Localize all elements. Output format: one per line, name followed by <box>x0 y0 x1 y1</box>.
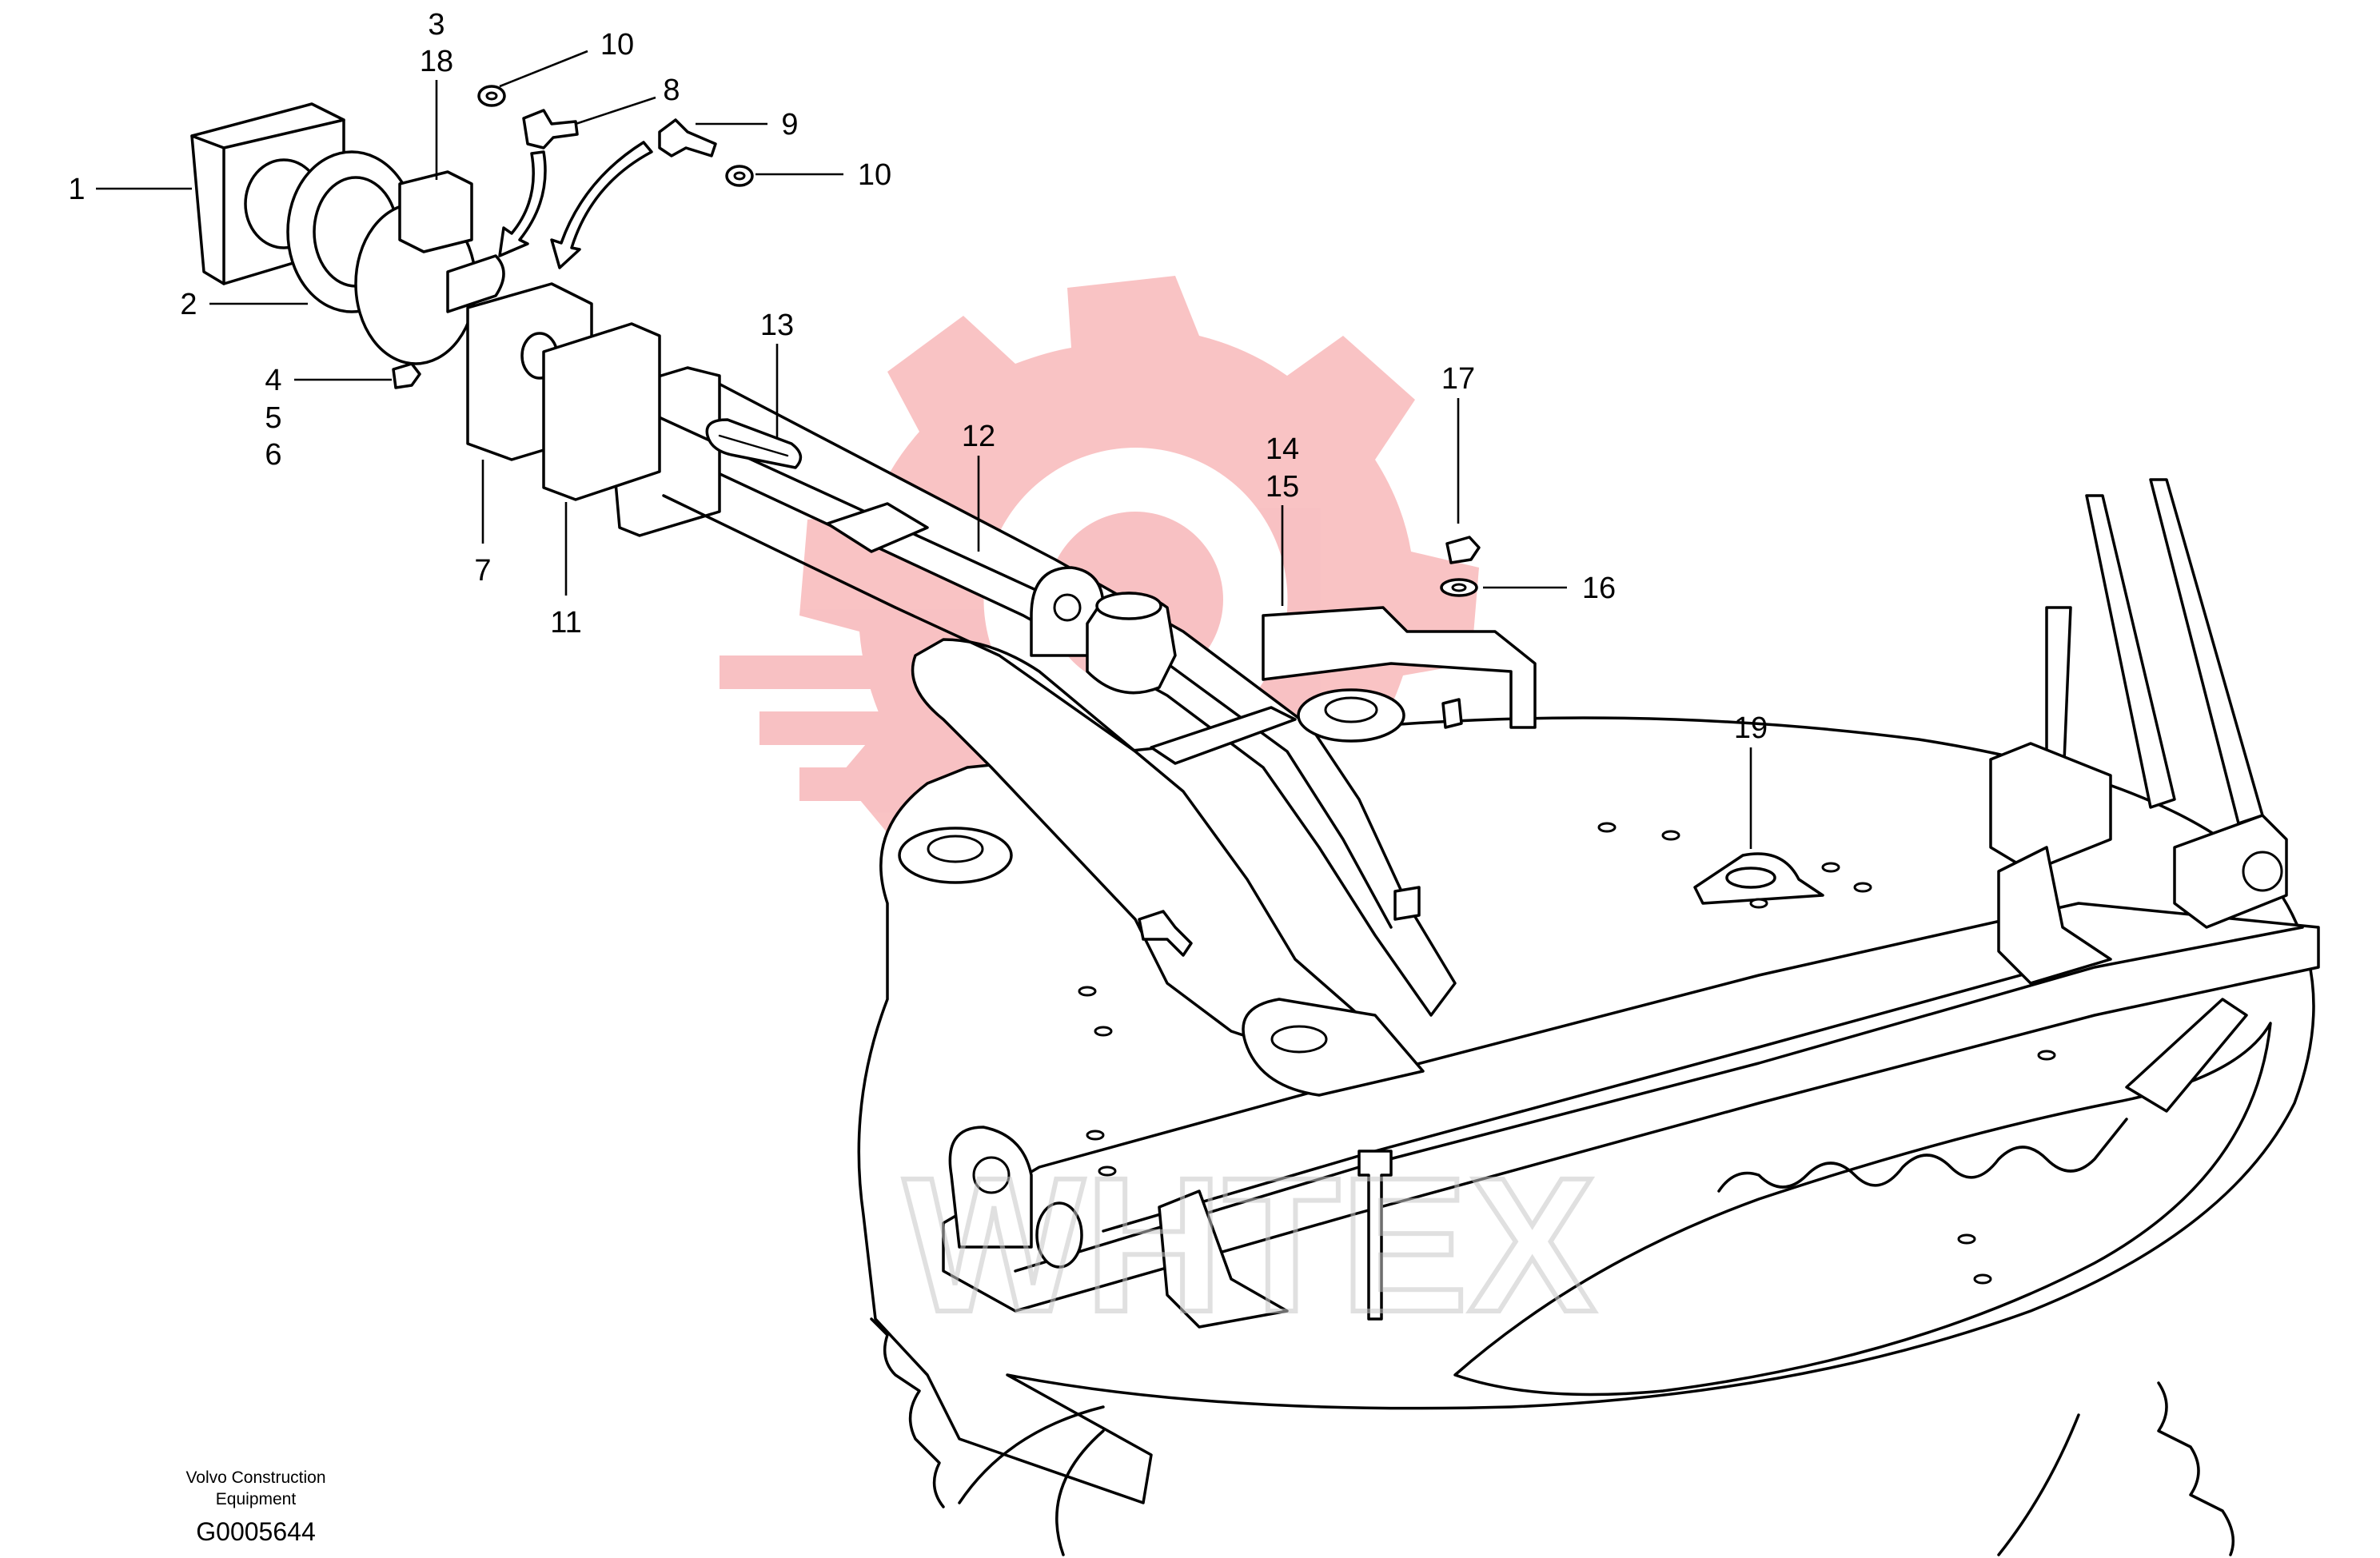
right-clamp-lower <box>2173 814 2288 929</box>
left-bracket <box>1158 1189 1289 1329</box>
right-tail-plate <box>2125 998 2248 1113</box>
ring-lower-arc-right <box>1997 1413 2080 1556</box>
assembly-arrow-left-icon <box>498 150 547 257</box>
right-clamp-upper <box>1989 742 2112 873</box>
callout-c12: 12 <box>962 420 995 453</box>
callout-c18: 18 <box>420 45 453 78</box>
ring-gear-teeth-left <box>870 1317 945 1508</box>
part-4-nut <box>392 362 421 389</box>
watermark-text: WHTEX <box>903 1138 1597 1352</box>
assembly-arrow-right-icon <box>550 141 653 269</box>
callout-c6: 6 <box>265 438 281 472</box>
base-boss-19-hole <box>1725 867 1776 889</box>
callout-c3: 3 <box>428 8 445 42</box>
ring-lower-arc <box>1055 1429 1105 1556</box>
exploded-parts <box>190 85 1537 729</box>
beam-cross-plate <box>1150 706 1297 765</box>
left-base-boss-hole <box>927 835 984 863</box>
left-pin-end <box>1035 1201 1083 1269</box>
drawing-code: G0005644 <box>196 1517 315 1546</box>
callout-c16: 16 <box>1582 572 1616 605</box>
callout-c9: 9 <box>781 108 798 141</box>
beam-slot <box>705 418 803 469</box>
lifting-eye-hole <box>1053 593 1082 622</box>
callout-c5: 5 <box>265 401 281 435</box>
lower-loop-boss <box>1242 998 1425 1097</box>
callout-c11: 11 <box>550 606 581 640</box>
callout-c19: 19 <box>1734 711 1768 745</box>
part-3-top-bracket <box>398 170 473 253</box>
right-vertical-arm-1 <box>2085 494 2176 809</box>
leader-line-c10a <box>499 50 588 88</box>
beam-lower-line <box>662 494 1137 753</box>
right-pin-hole <box>2242 851 2283 892</box>
callout-c10b: 10 <box>858 158 891 192</box>
callout-c15: 15 <box>1266 470 1299 504</box>
callout-c14: 14 <box>1266 432 1299 466</box>
beam-slot-inner <box>718 434 789 457</box>
boss-fitting-top <box>1095 592 1162 620</box>
cross-beam-inner <box>1102 958 2080 1233</box>
beam-inner-line <box>654 414 1393 929</box>
cross-beam-edge <box>1014 926 2304 1273</box>
frame-inner-cutout <box>1453 1022 2272 1397</box>
part-9-bolt <box>658 118 717 157</box>
stud-bolt-left <box>1138 910 1193 957</box>
caption-line-2: Equipment <box>216 1490 297 1508</box>
callout-c13: 13 <box>760 309 794 342</box>
inner-gear-segment <box>1717 1118 2128 1193</box>
part-8-bolt <box>522 109 579 149</box>
left-pin-hole <box>972 1156 1011 1194</box>
ring-gear-teeth-right <box>2157 1381 2235 1556</box>
leader-line-c8 <box>575 96 656 126</box>
long-vertical-bolt <box>1357 1150 1393 1321</box>
part-1-block-face <box>190 118 345 285</box>
caption-line-1: Volvo Construction <box>185 1468 325 1487</box>
part-17-nut <box>1445 536 1481 564</box>
part-14-bracket <box>1262 606 1537 729</box>
lower-loop-hole <box>1270 1025 1328 1054</box>
slewing-ring-left <box>958 1405 1105 1504</box>
shaft <box>446 254 505 313</box>
callout-c10a: 10 <box>600 28 634 62</box>
callout-c17: 17 <box>1441 362 1475 396</box>
callout-c1: 1 <box>68 173 85 206</box>
stud-bolt-center <box>1393 886 1421 921</box>
callout-c4: 4 <box>265 364 281 397</box>
right-gusset <box>1997 846 2112 985</box>
base-plate-holes <box>1078 822 2056 1285</box>
beam-mounting-plate <box>826 502 929 553</box>
callout-c7: 7 <box>474 554 491 588</box>
callout-c8: 8 <box>663 74 680 107</box>
center-base-boss-hole <box>1324 696 1378 723</box>
stud-near-bracket <box>1441 698 1463 729</box>
callout-c2: 2 <box>180 288 197 321</box>
cross-frame <box>898 478 2320 1329</box>
part-11-plate <box>542 322 661 501</box>
